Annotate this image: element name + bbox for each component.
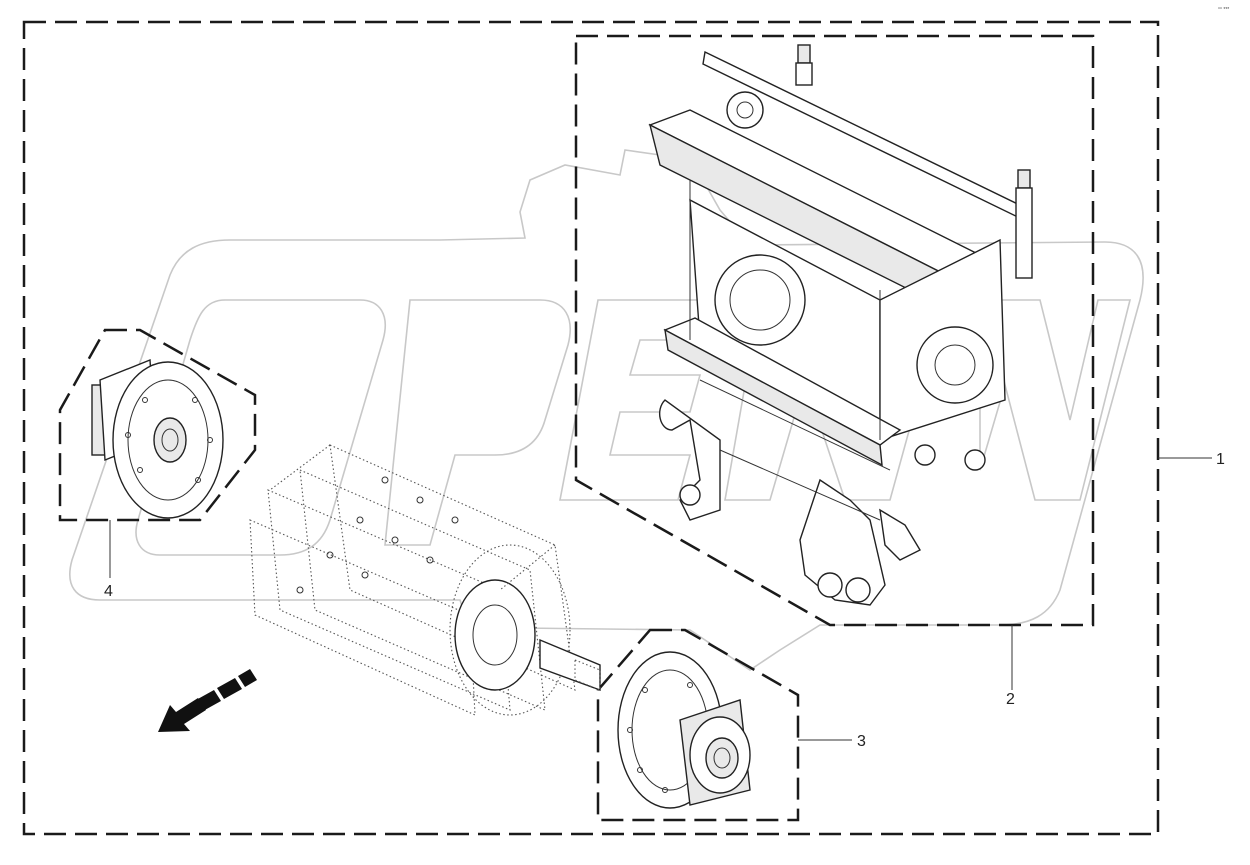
callout-2: 2 — [1006, 691, 1015, 708]
callout-4: 4 — [104, 583, 113, 600]
corner-code: °° *** — [1218, 7, 1229, 13]
direction-arrow-icon — [158, 669, 257, 732]
rotor-drum-illustration — [249, 444, 601, 716]
left-bearing-plate-illustration — [91, 358, 224, 519]
right-bearing-plate-illustration — [617, 651, 751, 809]
callout-3: 3 — [857, 733, 866, 750]
watermark-logo — [69, 149, 1144, 671]
assembly-border — [22, 20, 1160, 836]
left-bearing-border — [58, 328, 257, 522]
rotor-frame-illustration — [648, 44, 1033, 606]
callout-1: 1 — [1216, 451, 1225, 468]
